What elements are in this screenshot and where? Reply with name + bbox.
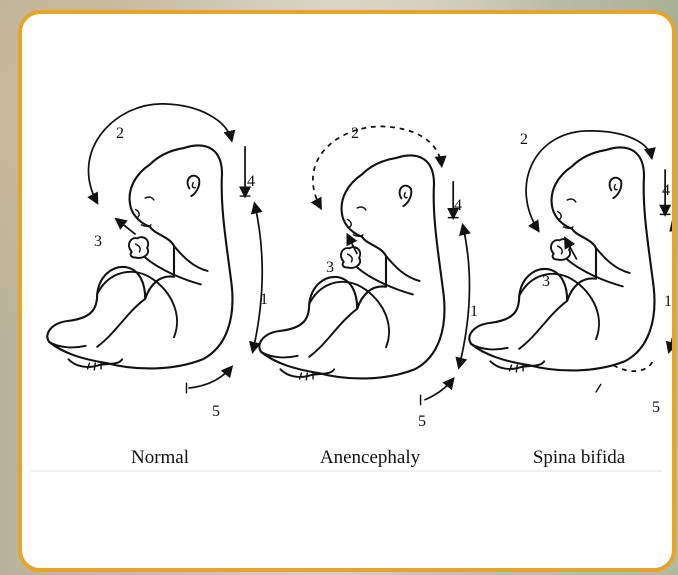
label-1: 1: [664, 293, 672, 310]
fetus-anencephaly: [259, 126, 469, 404]
label-5: 5: [212, 403, 220, 420]
caption-normal: Normal: [131, 447, 189, 468]
label-1: 1: [260, 291, 268, 308]
label-1: 1: [470, 303, 478, 320]
label-4: 4: [662, 182, 670, 199]
label-2: 2: [116, 125, 124, 142]
label-5: 5: [652, 399, 660, 416]
caption-spina-bifida: Spina bifida: [533, 447, 626, 468]
caption-anencephaly: Anencephaly: [320, 447, 421, 468]
label-2: 2: [520, 131, 528, 148]
label-5: 5: [418, 413, 426, 430]
label-3: 3: [94, 233, 102, 250]
label-4: 4: [454, 197, 462, 214]
label-4: 4: [247, 173, 255, 190]
fetus-spina-bifida: [469, 131, 672, 392]
figure-card: 2 4 1 3 5 Normal 2 4 1 3 5 Anencephaly: [18, 10, 676, 572]
label-3: 3: [542, 273, 550, 290]
label-3: 3: [326, 259, 334, 276]
neural-tube-defects-diagram: 2 4 1 3 5 Normal 2 4 1 3 5 Anencephaly: [22, 14, 672, 568]
fetus-normal: [47, 104, 262, 393]
label-2: 2: [351, 125, 359, 142]
